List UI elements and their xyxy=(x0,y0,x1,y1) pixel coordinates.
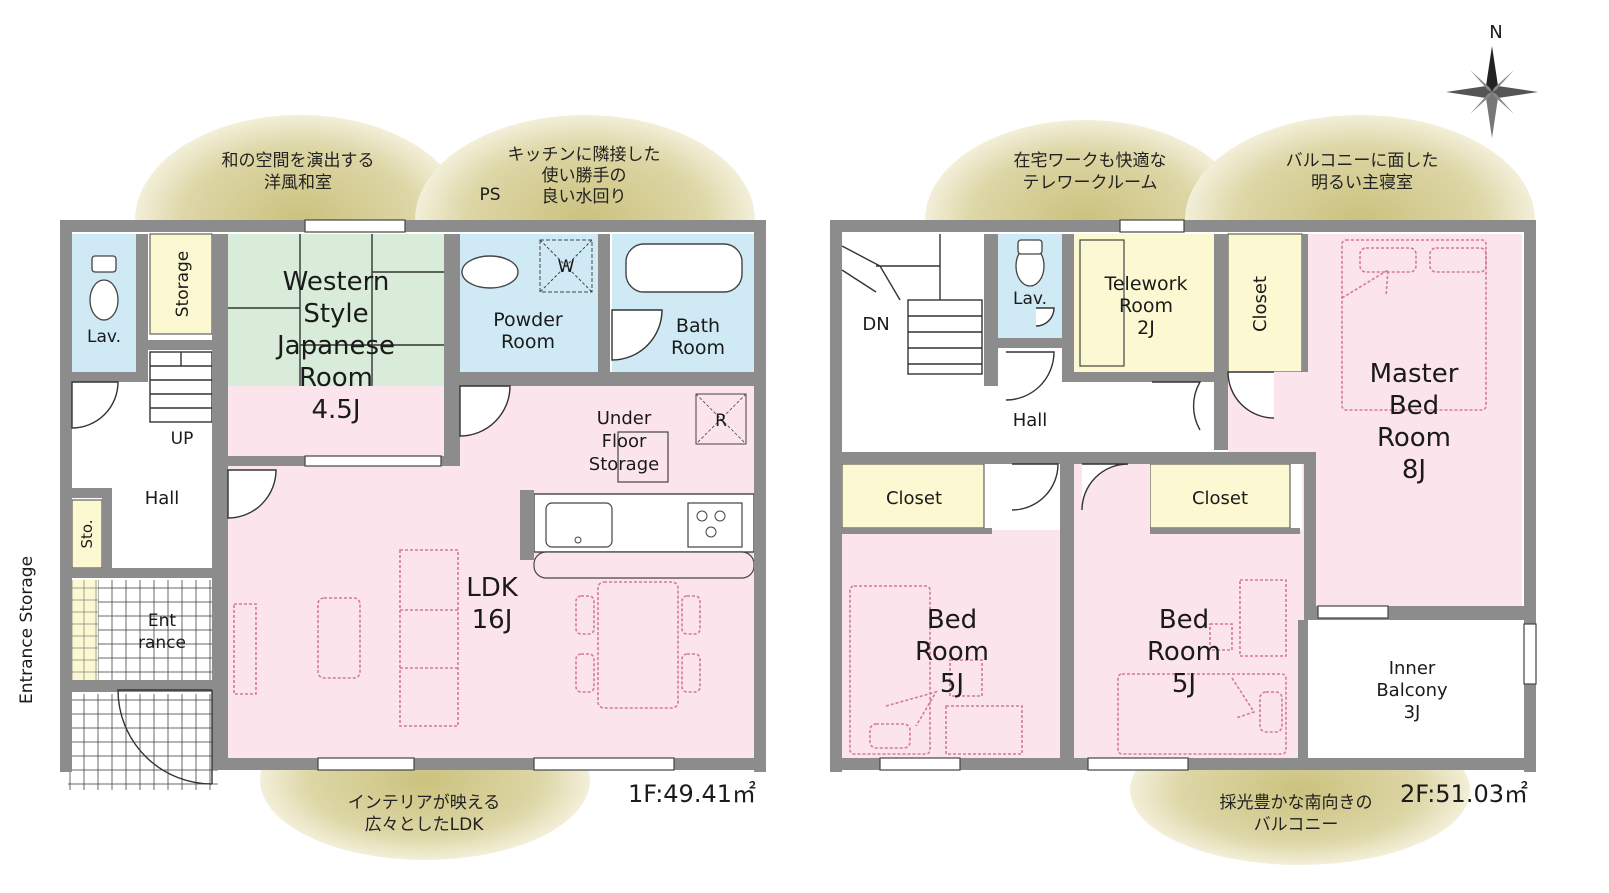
master-label-0: Master xyxy=(1370,359,1459,389)
callout-master-0: バルコニーに面した xyxy=(1286,151,1439,171)
closet-mid xyxy=(1149,463,1291,529)
area-2f: 2F:51.03㎡ xyxy=(1400,780,1528,808)
floor-1: Lav. Storage Western Style Japanese Room… xyxy=(17,185,766,808)
japanese-label-4: 4.5J xyxy=(311,395,360,425)
bed-furniture xyxy=(849,239,1487,755)
floor-2: DN Lav. Telework Room 2J Closet Master B… xyxy=(830,219,1537,808)
callout-balcony-1: バルコニー xyxy=(1254,815,1339,835)
compass-label: N xyxy=(1489,22,1502,43)
sto-label: Sto. xyxy=(78,519,96,548)
closet-left-label: Closet xyxy=(886,488,942,509)
bed-mid-label-0: Bed xyxy=(1159,605,1209,635)
callout-kitchen-1: 使い勝手の xyxy=(542,165,627,186)
storage-1f xyxy=(149,233,213,335)
inner-balcony xyxy=(1304,620,1524,758)
master-bed-room xyxy=(1302,234,1522,606)
entrance-label-0: Ent xyxy=(148,611,177,631)
stairs-1f xyxy=(149,351,213,423)
telework-label-2: 2J xyxy=(1137,317,1155,339)
bed-mid-label-2: 5J xyxy=(1172,669,1196,699)
under-floor-label-0: Under xyxy=(597,408,652,429)
callout-kitchen-2: 良い水回り xyxy=(542,187,627,207)
bath-label-1: Room xyxy=(671,337,725,359)
balcony-label-0: Inner xyxy=(1389,658,1436,679)
entrance-label-1: rance xyxy=(138,633,186,653)
up-label: UP xyxy=(171,429,194,449)
telework-label-0: Telework xyxy=(1103,273,1187,295)
bed-room-mid xyxy=(1074,530,1304,758)
callout-japanese-1: 洋風和室 xyxy=(264,173,332,193)
r-label: R xyxy=(715,411,727,431)
compass-icon xyxy=(1446,46,1538,138)
callout-texts: 和の空間を演出する 洋風和室 キッチンに隣接した 使い勝手の 良い水回り インテ… xyxy=(222,145,1439,835)
bed-room-left xyxy=(842,530,1060,758)
callout-balcony-0: 採光豊かな南向きの xyxy=(1220,793,1373,813)
balcony-label-1: Balcony xyxy=(1376,680,1448,701)
bath-label-0: Bath xyxy=(676,315,720,337)
stairs-2f xyxy=(841,234,983,375)
callout-japanese-0: 和の空間を演出する xyxy=(222,151,375,171)
lav-label-2f: Lav. xyxy=(1013,289,1047,309)
dn-label: DN xyxy=(862,314,889,335)
callout-telework-0: 在宅ワークも快適な xyxy=(1014,151,1167,171)
hall-label-2f: Hall xyxy=(1013,410,1048,431)
japanese-label-3: Room xyxy=(299,363,373,393)
telework-label-1: Room xyxy=(1119,295,1173,317)
balcony-label-2: 3J xyxy=(1404,702,1421,723)
callout-master-1: 明るい主寝室 xyxy=(1311,172,1413,193)
master-label-1: Bed xyxy=(1389,391,1439,421)
entrance-storage-label: Entrance Storage xyxy=(17,556,37,704)
powder-label-1: Room xyxy=(501,331,555,353)
callout-telework-1: テレワークルーム xyxy=(1023,173,1158,193)
refrigerator xyxy=(695,393,747,445)
japanese-label-2: Japanese xyxy=(275,331,395,361)
washer xyxy=(539,239,593,293)
under-floor-label-1: Floor xyxy=(602,431,647,452)
entrance-storage xyxy=(72,580,98,680)
entrance xyxy=(98,580,212,680)
under-floor-label-2: Storage xyxy=(589,454,659,475)
bed-left-label-1: Room xyxy=(915,637,989,667)
hall-label-1f: Hall xyxy=(145,488,180,509)
bed-left-label-0: Bed xyxy=(927,605,977,635)
closet-left xyxy=(841,463,985,529)
ldk-furniture xyxy=(233,549,701,727)
master-label-3: 8J xyxy=(1402,455,1426,485)
powder-label-0: Powder xyxy=(493,309,563,331)
bed-mid-label-1: Room xyxy=(1147,637,1221,667)
storage-label-1f: Storage xyxy=(173,251,193,318)
bed-left-label-2: 5J xyxy=(940,669,964,699)
closet-master-label: Closet xyxy=(1250,276,1271,332)
japanese-label-1: Style xyxy=(303,299,368,329)
w-label: W xyxy=(558,257,575,277)
ps-label: PS xyxy=(479,185,500,205)
closet-mid-label: Closet xyxy=(1192,488,1248,509)
callout-kitchen-0: キッチンに隣接した xyxy=(508,145,661,165)
callout-ldk-0: インテリアが映える xyxy=(348,793,501,813)
master-label-2: Room xyxy=(1377,423,1451,453)
lav-label-1f: Lav. xyxy=(87,327,121,347)
japanese-label-0: Western xyxy=(283,267,390,297)
ldk-label-1: 16J xyxy=(472,605,513,635)
callout-ldk-1: 広々としたLDK xyxy=(365,815,485,835)
ldk-label-0: LDK xyxy=(466,573,519,603)
entrance-porch xyxy=(68,694,218,790)
area-1f: 1F:49.41㎡ xyxy=(628,780,756,808)
